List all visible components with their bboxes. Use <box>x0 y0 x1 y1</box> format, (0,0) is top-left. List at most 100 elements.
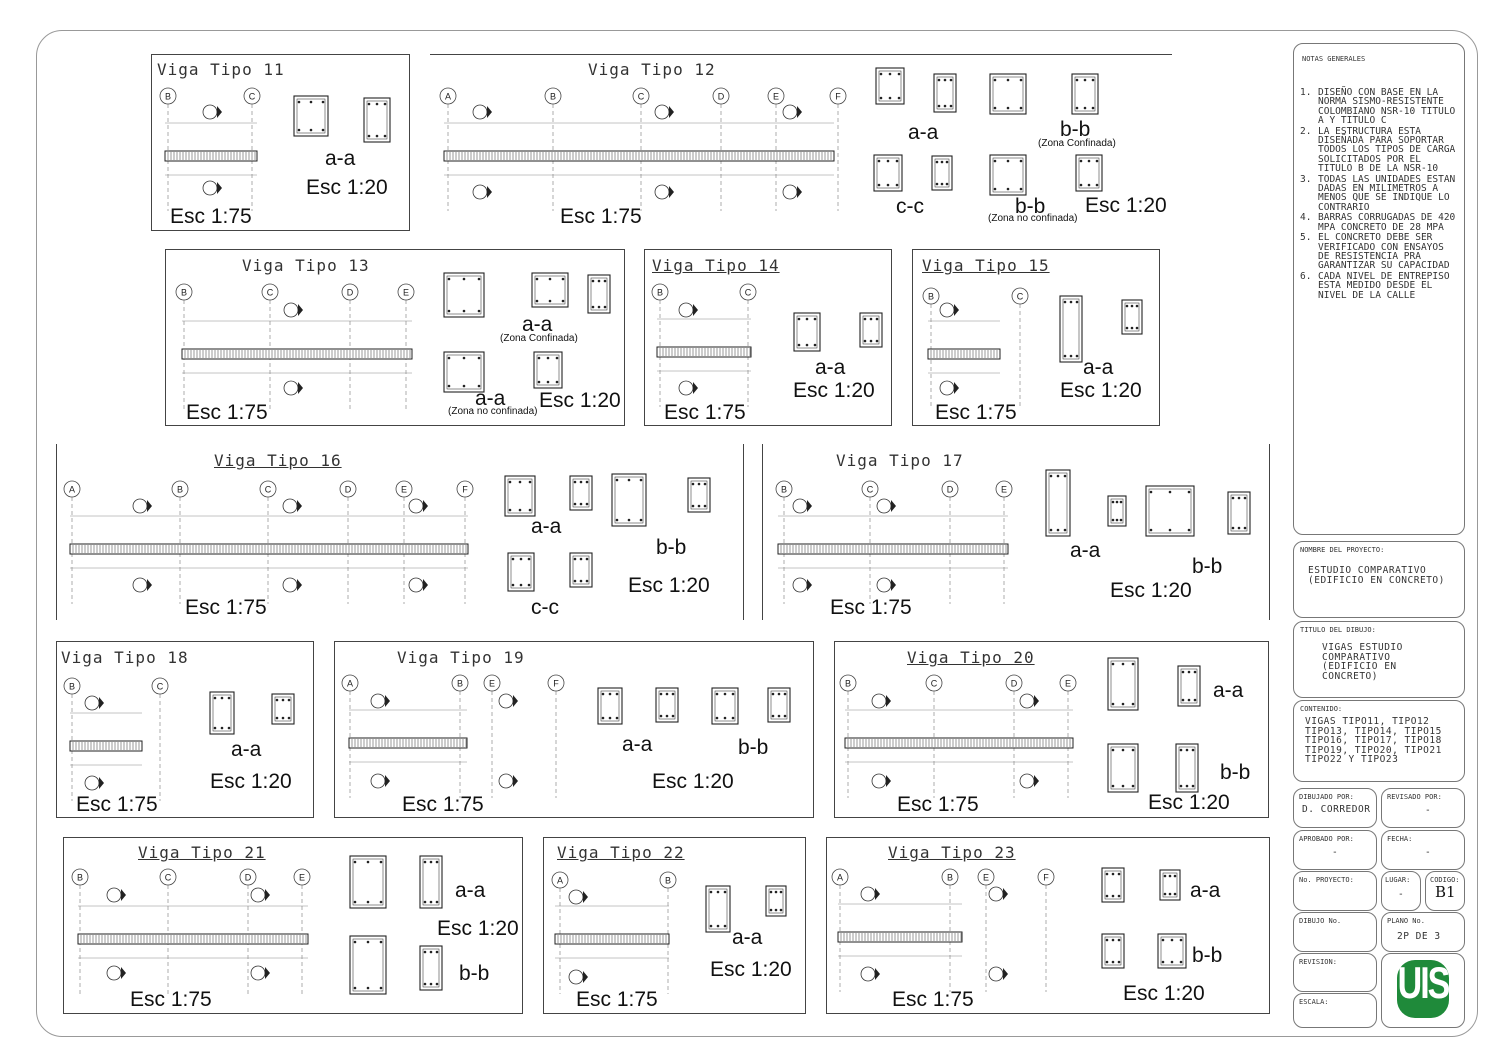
drawing-number-header: DIBUJO No. <box>1299 917 1342 925</box>
section-label: a-a <box>908 121 939 144</box>
approved-by-header: APROBADO POR: <box>1299 835 1354 843</box>
scale-label: Esc 1:20 <box>437 917 519 940</box>
section-label: a-a <box>622 733 653 756</box>
scale-label: Esc 1:20 <box>652 770 734 793</box>
panel-title: Viga Tipo 13 <box>242 256 370 275</box>
general-note: 3.TODAS LAS UNIDADES ESTAN DADAS EN MILI… <box>1296 173 1458 213</box>
panel-viga-tipo-16 <box>56 444 744 620</box>
scale-label: Esc 1:20 <box>306 176 388 199</box>
content-header: CONTENIDO: <box>1300 705 1343 713</box>
section-label: b-b <box>1060 118 1091 141</box>
panel-viga-tipo-23 <box>826 837 1270 1014</box>
content-box <box>1293 700 1465 782</box>
scale-label: Esc 1:20 <box>1060 379 1142 402</box>
general-note-number: 2. <box>1300 125 1312 137</box>
drawn-by-header: DIBUJADO POR: <box>1299 793 1354 801</box>
panel-title: Viga Tipo 18 <box>61 648 189 667</box>
drawing-title-box <box>1293 621 1465 698</box>
general-note-text: LA ESTRUCTURA ESTA DISEÑADA PARA SOPORTA… <box>1318 125 1456 175</box>
uis-logo-text: UIS <box>1397 959 1451 1009</box>
notes-header: NOTAS GENERALES <box>1302 55 1366 63</box>
scale-label: Esc 1:75 <box>664 401 746 424</box>
date-value: - <box>1425 847 1432 858</box>
panel-viga-tipo-21 <box>63 837 523 1014</box>
panel-title: Viga Tipo 15 <box>922 256 1050 275</box>
panel-title: Viga Tipo 22 <box>557 843 685 862</box>
zone-label: (Zona no confinada) <box>448 406 538 417</box>
panel-title: Viga Tipo 23 <box>888 843 1016 862</box>
panel-viga-tipo-15 <box>912 249 1160 426</box>
scale-label: Esc 1:75 <box>830 596 912 619</box>
scale-box <box>1293 993 1377 1028</box>
scale-label: Esc 1:75 <box>130 988 212 1011</box>
section-label: a-a <box>522 313 553 336</box>
scale-header: ESCALA: <box>1299 998 1329 1006</box>
scale-label: Esc 1:75 <box>185 596 267 619</box>
panel-viga-tipo-22 <box>543 837 806 1014</box>
section-label: c-c <box>896 195 924 218</box>
section-label: b-b <box>1192 555 1223 578</box>
panel-title: Viga Tipo 17 <box>836 451 964 470</box>
scale-label: Esc 1:20 <box>1110 579 1192 602</box>
drawn-by: D. CORREDOR <box>1302 804 1371 815</box>
section-label: c-c <box>531 596 559 619</box>
approved-by: - <box>1332 847 1339 858</box>
place-value: - <box>1398 889 1405 900</box>
zone-label: (Zona Confinada) <box>500 333 578 344</box>
section-label: a-a <box>1070 539 1101 562</box>
panel-title: Viga Tipo 16 <box>214 451 342 470</box>
drawn-by-box <box>1293 788 1377 828</box>
general-note: 2. LA ESTRUCTURA ESTA DISEÑADA PARA SOPOR… <box>1296 125 1458 175</box>
panel-viga-tipo-17 <box>762 444 1270 620</box>
date-header: FECHA: <box>1387 835 1413 843</box>
reviewed-by: - <box>1425 805 1432 816</box>
scale-label: Esc 1:75 <box>186 401 268 424</box>
scale-label: Esc 1:20 <box>210 770 292 793</box>
scale-label: Esc 1:75 <box>170 205 252 228</box>
date-box <box>1381 830 1465 870</box>
general-note-text: CADA NIVEL DE ENTREPISO ESTA MEDIDO DESD… <box>1318 270 1450 301</box>
section-label: b-b <box>1015 195 1046 218</box>
drawing-sheet-border <box>36 30 1478 1037</box>
reviewed-by-box <box>1381 788 1465 828</box>
general-note-text: EL CONCRETO DEBE SER VERIFICADO CON ENSA… <box>1318 232 1450 272</box>
place-box <box>1381 871 1421 911</box>
general-note-number: 4. <box>1300 212 1312 224</box>
section-label: a-a <box>815 356 846 379</box>
content-text: VIGAS TIPO11, TIPO12 TIPO13, TIPO14, TIP… <box>1305 716 1442 765</box>
scale-label: Esc 1:75 <box>76 793 158 816</box>
section-label: b-b <box>1220 761 1251 784</box>
section-label: a-a <box>231 738 262 761</box>
panel-title: Viga Tipo 19 <box>397 648 525 667</box>
section-label: a-a <box>1083 356 1114 379</box>
section-label: b-b <box>459 962 490 985</box>
zone-label: (Zona Confinada) <box>1038 138 1116 149</box>
section-label: a-a <box>1213 679 1244 702</box>
section-label: a-a <box>455 879 486 902</box>
drawing-title: VIGAS ESTUDIO COMPARATIVO (EDIFICIO EN C… <box>1322 642 1403 682</box>
plan-number-box <box>1381 912 1465 952</box>
scale-label: Esc 1:20 <box>628 574 710 597</box>
panel-title: Viga Tipo 11 <box>157 60 285 79</box>
scale-label: Esc 1:75 <box>892 988 974 1011</box>
zone-label: (Zona no confinada) <box>988 213 1078 224</box>
general-note-text: TODAS LAS UNIDADES ESTAN DADAS EN MILIME… <box>1318 173 1456 213</box>
general-note-text: DISEÑO CON BASE EN LA NORMA SISMO-RESIST… <box>1318 87 1456 127</box>
revision-header: REVISION: <box>1299 958 1337 966</box>
panel-viga-tipo-12 <box>430 54 1172 230</box>
scale-label: Esc 1:20 <box>1123 982 1205 1005</box>
place-header: LUGAR: <box>1385 876 1411 884</box>
general-notes-box <box>1293 43 1465 535</box>
scale-label: Esc 1:20 <box>539 389 621 412</box>
code-box <box>1425 871 1465 911</box>
general-note: 4.BARRAS CORRUGADAS DE 420 MPA CONCRETO … <box>1296 213 1458 232</box>
uis-logo <box>1397 960 1449 1018</box>
scale-label: Esc 1:75 <box>935 401 1017 424</box>
panel-title: Viga Tipo 12 <box>588 60 716 79</box>
section-label: a-a <box>475 387 506 410</box>
scale-label: Esc 1:75 <box>576 988 658 1011</box>
general-note: 6.CADA NIVEL DE ENTREPISO ESTA MEDIDO DE… <box>1296 270 1458 301</box>
revision-box <box>1293 953 1377 992</box>
code-header: CODIGO: <box>1430 876 1460 884</box>
scale-label: Esc 1:20 <box>1085 194 1167 217</box>
